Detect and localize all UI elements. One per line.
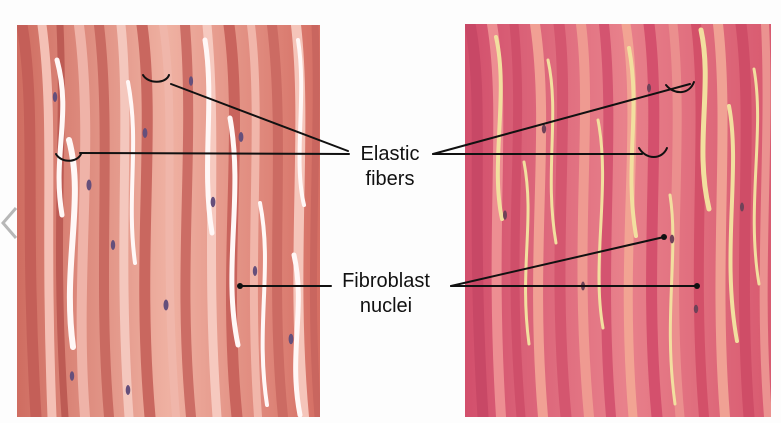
left-tissue-micrograph xyxy=(17,25,320,417)
elastic-label-line-2: fibers xyxy=(365,168,415,190)
right-tissue-micrograph xyxy=(465,24,771,417)
fibroblast-label-line-2: nuclei xyxy=(359,295,413,317)
elastic-fibers-label: Elastic fibers xyxy=(345,142,435,192)
chevron-left-icon xyxy=(0,206,18,240)
fibroblast-nuclei-label: Fibroblast nuclei xyxy=(323,269,449,319)
elastic-label-line-1: Elastic xyxy=(360,143,420,165)
fibroblast-label-line-1: Fibroblast xyxy=(342,270,430,292)
